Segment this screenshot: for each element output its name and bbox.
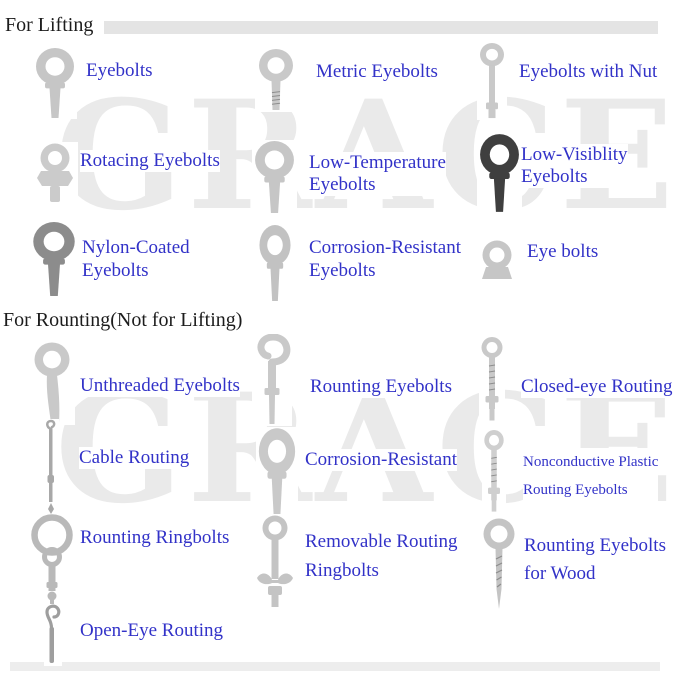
label-line: Eyebolts xyxy=(521,166,588,187)
section-title-lifting: For Lifting xyxy=(5,14,94,36)
bottom-divider-bar xyxy=(10,662,660,671)
label-line: Corrosion-Resistant xyxy=(309,237,461,258)
coated-eyebolt-icon[interactable] xyxy=(30,221,78,297)
label-line: Rounting Ringbolts xyxy=(80,527,230,548)
rotating-eyebolt-icon[interactable] xyxy=(32,142,78,204)
cable-rod-icon[interactable] xyxy=(43,419,59,515)
label-line: Eyebolts xyxy=(86,60,153,81)
link-eye-bolts[interactable]: Eye bolts xyxy=(527,241,599,263)
section-title-routing: For Rounting(Not for Lifting) xyxy=(3,309,243,331)
black-eyebolt-icon[interactable] xyxy=(477,133,522,213)
label-line: Rotacing Eyebolts xyxy=(80,150,220,171)
label-line: Rounting Eyebolts xyxy=(310,376,452,397)
header-divider-bar xyxy=(104,21,658,34)
label-line: Rounting Eyebolts xyxy=(524,535,666,556)
label-line: Corrosion-Resistant xyxy=(305,449,457,470)
wood-screw-eyebolt-icon[interactable] xyxy=(477,517,521,613)
routing-eyebolt-icon[interactable] xyxy=(256,427,298,517)
hook-eyebolt-icon[interactable] xyxy=(252,334,292,426)
link-corrosion-resistant-eyebolts[interactable]: Corrosion-Resistant Eyebolts xyxy=(309,236,461,282)
open-hook-icon[interactable] xyxy=(44,604,62,666)
link-low-temperature-eyebolts[interactable]: Low-Temperature Eyebolts xyxy=(309,152,446,196)
label-line: Routing Eyebolts xyxy=(523,482,628,498)
shoulder-eyebolt-icon[interactable] xyxy=(33,47,77,119)
link-eyebolts[interactable]: Eyebolts xyxy=(86,60,153,82)
link-rounting-ringbolts[interactable]: Rounting Ringbolts xyxy=(80,527,230,549)
link-nylon-coated-eyebolts[interactable]: Nylon-Coated Eyebolts xyxy=(82,236,190,282)
eye-nut-icon[interactable] xyxy=(477,239,517,281)
link-open-eye-routing[interactable]: Open-Eye Routing xyxy=(80,620,224,642)
stainless-eyebolt-icon[interactable] xyxy=(257,224,293,302)
link-rounting-eyebolts[interactable]: Rounting Eyebolts xyxy=(310,376,452,398)
eyebolt-with-nut-icon[interactable] xyxy=(477,42,507,120)
label-line: Metric Eyebolts xyxy=(316,61,438,82)
label-line: Closed-eye Routing xyxy=(521,376,673,397)
label-line: Open-Eye Routing xyxy=(80,620,224,641)
link-corrosion-resistant-routing[interactable]: Corrosion-Resistant xyxy=(305,449,457,471)
label-line: Eyebolts xyxy=(309,260,376,281)
link-cable-routing[interactable]: Cable Routing xyxy=(79,447,190,469)
label-line: Cable Routing xyxy=(79,447,190,468)
label-line: Eye bolts xyxy=(527,241,599,262)
label-line: Removable Routing xyxy=(305,531,458,552)
label-line: Eyebolts xyxy=(309,174,376,195)
link-metric-eyebolts[interactable]: Metric Eyebolts xyxy=(316,61,438,83)
link-rotacing-eyebolts[interactable]: Rotacing Eyebolts xyxy=(80,150,220,172)
label-line: Eyebolts with Nut xyxy=(519,61,658,82)
closed-eye-bolt-icon[interactable] xyxy=(479,336,505,424)
label-line: Low-Temperature xyxy=(309,152,446,173)
link-removable-routing-ringbolts[interactable]: Removable Routing Ringbolts xyxy=(305,527,458,585)
label-line: Ringbolts xyxy=(305,560,379,581)
metric-eyebolt-icon[interactable] xyxy=(255,48,297,112)
link-eyebolts-with-nut[interactable]: Eyebolts with Nut xyxy=(519,61,658,83)
label-line: Unthreaded Eyebolts xyxy=(80,375,240,396)
link-nonconductive-plastic-routing-eyebolts[interactable]: Nonconductive Plastic Routing Eyebolts xyxy=(523,448,659,504)
ringbolt-icon[interactable] xyxy=(27,514,77,610)
long-shank-eyebolt-icon[interactable] xyxy=(252,140,297,214)
wingnut-ringbolt-icon[interactable] xyxy=(254,514,296,610)
link-closed-eye-routing[interactable]: Closed-eye Routing xyxy=(521,376,673,398)
label-line: Nylon-Coated xyxy=(82,237,190,258)
label-line: Eyebolts xyxy=(82,260,149,281)
label-line: Nonconductive Plastic xyxy=(523,454,659,470)
link-unthreaded-eyebolts[interactable]: Unthreaded Eyebolts xyxy=(80,375,240,397)
label-line: for Wood xyxy=(524,563,596,584)
link-low-visiblity-eyebolts[interactable]: Low-Visiblity Eyebolts xyxy=(521,144,628,188)
plastic-eyebolt-icon[interactable] xyxy=(482,429,506,515)
link-rounting-eyebolts-for-wood[interactable]: Rounting Eyebolts for Wood xyxy=(524,532,666,588)
unthreaded-eyebolt-icon[interactable] xyxy=(29,341,75,425)
label-line: Low-Visiblity xyxy=(521,144,628,165)
